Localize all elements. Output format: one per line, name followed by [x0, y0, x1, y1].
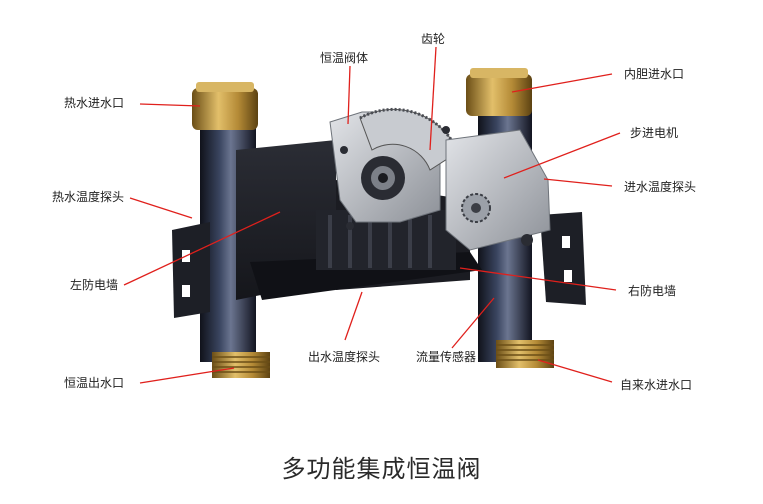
leader-mixed-outlet: [139, 367, 235, 384]
label-left-wall: 左防电墙: [70, 278, 119, 292]
leader-left-wall: [123, 211, 281, 286]
label-inlet-temp-probe: 进水温度探头: [624, 180, 697, 194]
label-mixed-outlet: 恒温出水口: [64, 376, 125, 390]
label-inner-inlet: 内胆进水口: [624, 67, 685, 81]
leader-gear: [429, 46, 437, 151]
tap-inlet-thread: [496, 340, 554, 368]
leader-lines: [123, 46, 621, 384]
left-bracket: [172, 222, 210, 318]
leader-flow-sensor: [451, 297, 495, 349]
diagram-title: 多功能集成恒温阀: [281, 455, 482, 483]
mixed-outlet-thread: [212, 352, 270, 378]
inner-inlet-nut: [466, 68, 532, 116]
hot-inlet-nut: [192, 82, 258, 130]
label-hot-inlet: 热水进水口: [64, 96, 125, 110]
label-flow-sensor: 流量传感器: [416, 350, 477, 364]
right-bracket: [540, 212, 586, 305]
screw-2: [346, 222, 354, 230]
label-stepper-motor: 步进电机: [630, 126, 679, 140]
screw-1: [340, 146, 348, 154]
label-tap-inlet: 自来水进水口: [620, 378, 693, 392]
leader-hot-temp-probe: [129, 197, 193, 219]
motor-plate: [445, 129, 551, 251]
leader-hot-inlet: [139, 103, 201, 107]
label-outlet-temp-probe: 出水温度探头: [308, 350, 381, 364]
screw-3: [442, 126, 450, 134]
label-valve-body: 恒温阀体: [320, 51, 369, 65]
label-right-wall: 右防电墙: [628, 284, 677, 298]
leader-tap-inlet: [537, 359, 613, 383]
leader-stepper-motor: [503, 132, 621, 179]
leader-inlet-temp-probe: [543, 178, 613, 187]
leader-inner-inlet: [511, 73, 613, 93]
leader-right-wall: [459, 267, 617, 291]
label-gear: 齿轮: [421, 32, 446, 46]
label-hot-temp-probe: 热水温度探头: [52, 190, 125, 204]
leader-valve-body: [347, 65, 351, 125]
leader-outlet-temp-probe: [344, 291, 363, 341]
